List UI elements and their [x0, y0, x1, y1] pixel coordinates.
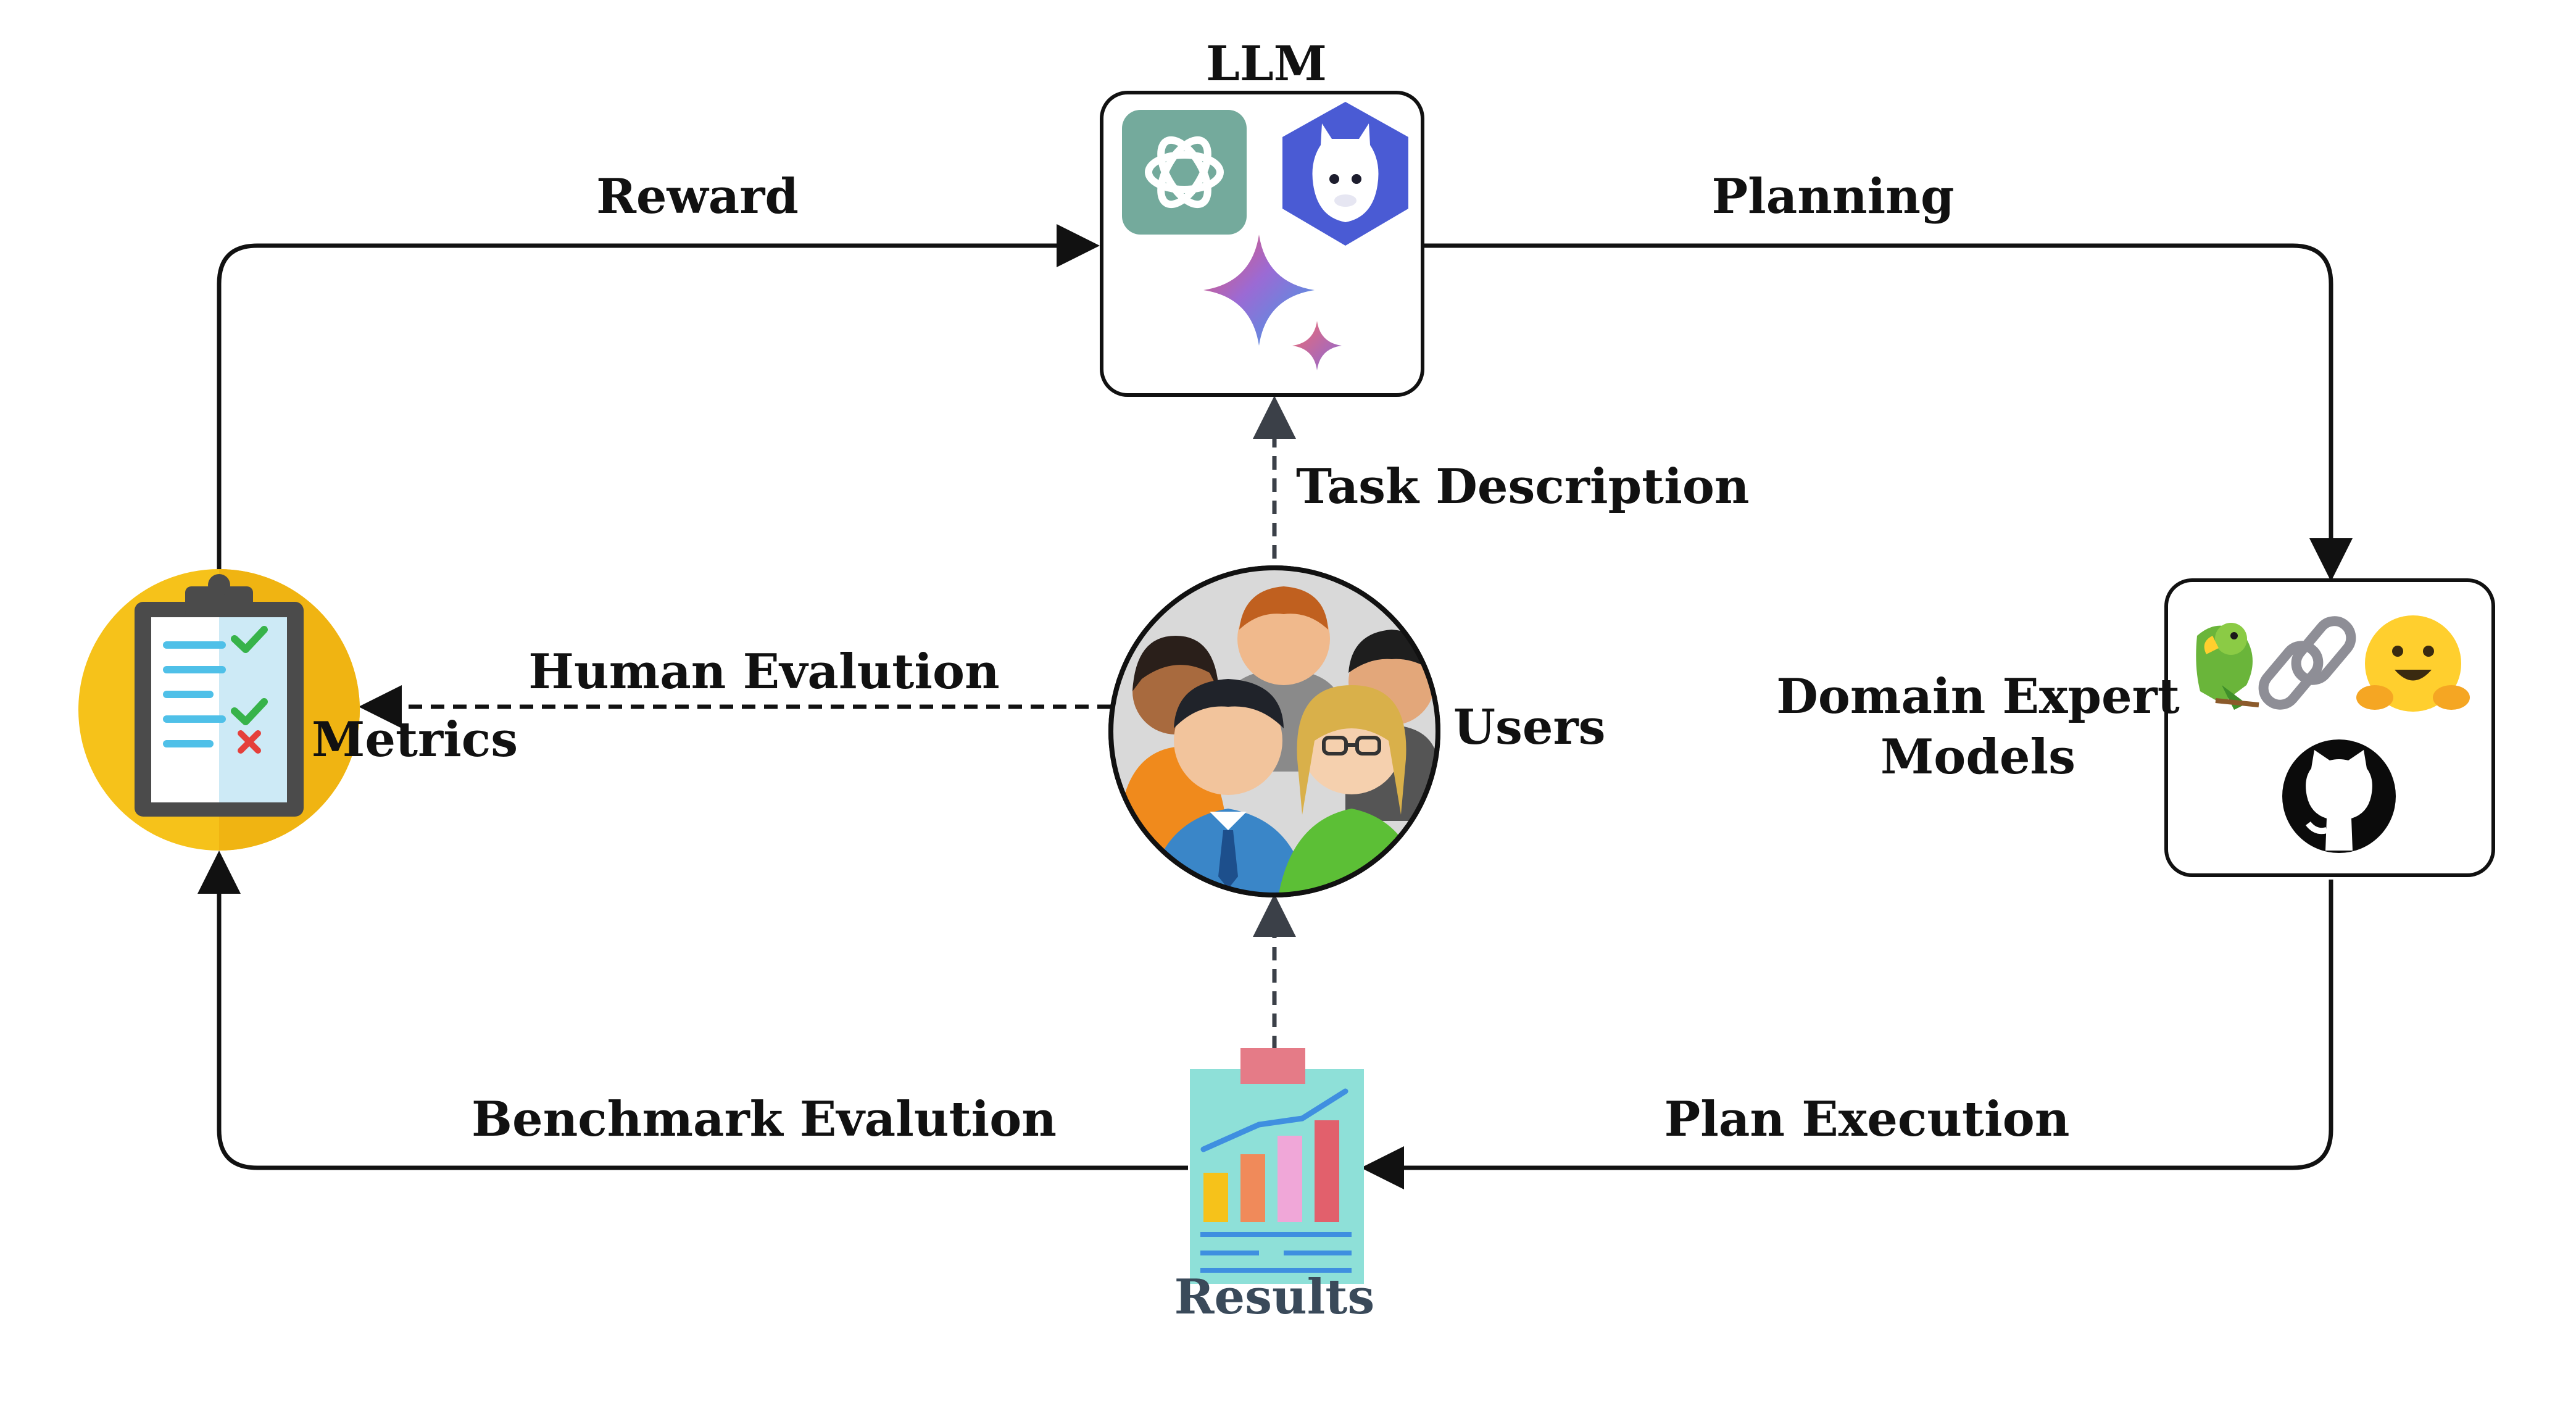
metrics-label: Metrics	[312, 712, 518, 768]
hugging-face-icon	[2356, 615, 2470, 712]
llm-label: LLM	[1206, 36, 1327, 92]
users-group-icon	[1113, 570, 1436, 893]
reward-arrow	[217, 224, 1100, 571]
domain-expert-node	[2164, 578, 2495, 877]
llama-logo-icon	[1282, 102, 1408, 246]
reward-label: Reward	[596, 169, 799, 225]
link-icon	[2258, 616, 2356, 710]
benchmark-evaluation-label: Benchmark Evalution	[472, 1091, 1057, 1147]
openai-logo-icon	[1122, 110, 1247, 235]
results-label: Results	[1174, 1269, 1375, 1325]
domain-expert-label-line2: Models	[1880, 729, 2075, 785]
human-evaluation-label: Human Evalution	[528, 644, 999, 700]
github-icon	[2282, 739, 2396, 853]
results-report-icon	[1190, 1048, 1364, 1284]
plan-execution-label: Plan Execution	[1664, 1091, 2070, 1147]
users-node	[1108, 565, 1440, 897]
clipboard-checklist-icon	[135, 574, 304, 817]
domain-expert-label-line1: Domain Expert	[1776, 668, 2179, 725]
plan-execution-arrow	[1361, 880, 2333, 1189]
users-label: Users	[1453, 699, 1606, 755]
parrot-icon	[2196, 623, 2259, 710]
benchmark-evaluation-arrow	[197, 851, 1188, 1170]
llm-node	[1100, 91, 1424, 397]
metrics-node	[78, 569, 360, 851]
task-description-label: Task Description	[1296, 459, 1750, 515]
results-node	[1190, 1048, 1364, 1284]
planning-label: Planning	[1711, 169, 1954, 225]
planning-arrow	[1423, 243, 2353, 581]
gemini-sparkle-icon	[1203, 235, 1342, 370]
